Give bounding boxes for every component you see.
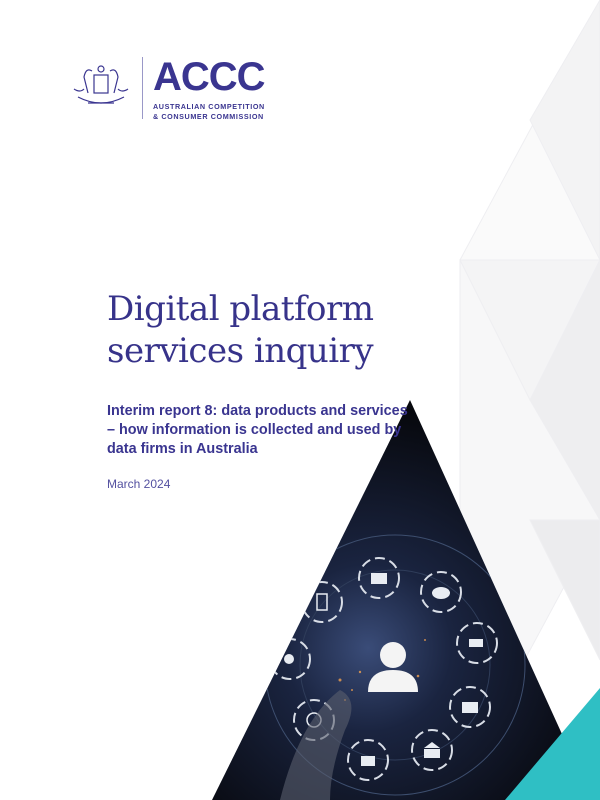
- logo-name-line2: & CONSUMER COMMISSION: [153, 112, 264, 121]
- title-line-1: Digital platform: [107, 289, 374, 329]
- title-line-2: services inquiry: [107, 331, 374, 371]
- credit-card-icon: [449, 686, 491, 728]
- accc-logo: ACCC AUSTRALIAN COMPETITION & CONSUMER C…: [70, 54, 266, 122]
- coat-of-arms-icon: [73, 65, 129, 104]
- mail-icon: [358, 557, 400, 599]
- logo-text: ACCC AUSTRALIAN COMPETITION & CONSUMER C…: [153, 54, 266, 122]
- logo-divider: [142, 57, 143, 119]
- user-icon: [368, 642, 418, 692]
- cover-text: Digital platform services inquiry Interi…: [107, 288, 437, 492]
- teal-triangle: [505, 688, 600, 800]
- cloud-upload-icon: [420, 571, 462, 613]
- logo-name-line1: AUSTRALIAN COMPETITION: [153, 102, 265, 111]
- shopping-cart-icon: [456, 622, 498, 664]
- wallet-icon: [347, 739, 389, 781]
- bank-icon: [411, 729, 453, 771]
- report-subtitle: Interim report 8: data products and serv…: [107, 403, 408, 457]
- logo-acronym: ACCC: [153, 55, 266, 99]
- publication-date: March 2024: [107, 477, 171, 491]
- page-title: Digital platform services inquiry: [107, 288, 437, 372]
